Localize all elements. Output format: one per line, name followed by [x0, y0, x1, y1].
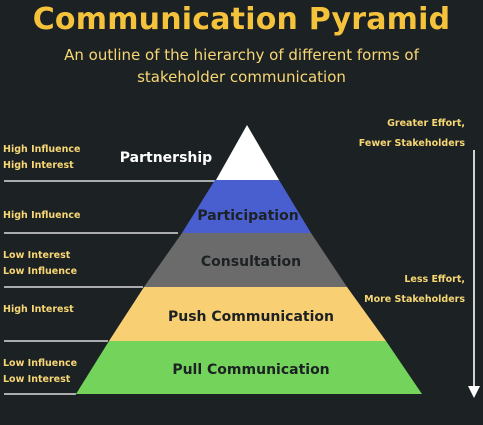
- tier-push-label: Push Communication: [168, 309, 334, 325]
- page-subtitle: An outline of the hierarchy of different…: [64, 46, 419, 86]
- tier-participation-label: Participation: [197, 208, 298, 224]
- tier-push-side-label: High Interest: [3, 304, 74, 315]
- page-title: Communication Pyramid: [32, 2, 451, 37]
- effort-note-top: Greater Effort,Fewer Stakeholders: [358, 118, 465, 149]
- tier-partnership: [216, 125, 279, 180]
- tier-participation-side-label: High Influence: [3, 210, 81, 221]
- effort-note-bottom: Less Effort,More Stakeholders: [364, 274, 465, 305]
- tier-partnership-label: Partnership: [120, 150, 212, 166]
- tier-pull-label: Pull Communication: [172, 362, 329, 378]
- tier-consultation: [144, 233, 347, 287]
- tier-push: [109, 287, 386, 341]
- down-arrow-icon: [468, 150, 480, 398]
- tier-participation: [182, 180, 311, 233]
- tier-consultation-label: Consultation: [201, 254, 301, 270]
- tier-pull: [76, 341, 422, 394]
